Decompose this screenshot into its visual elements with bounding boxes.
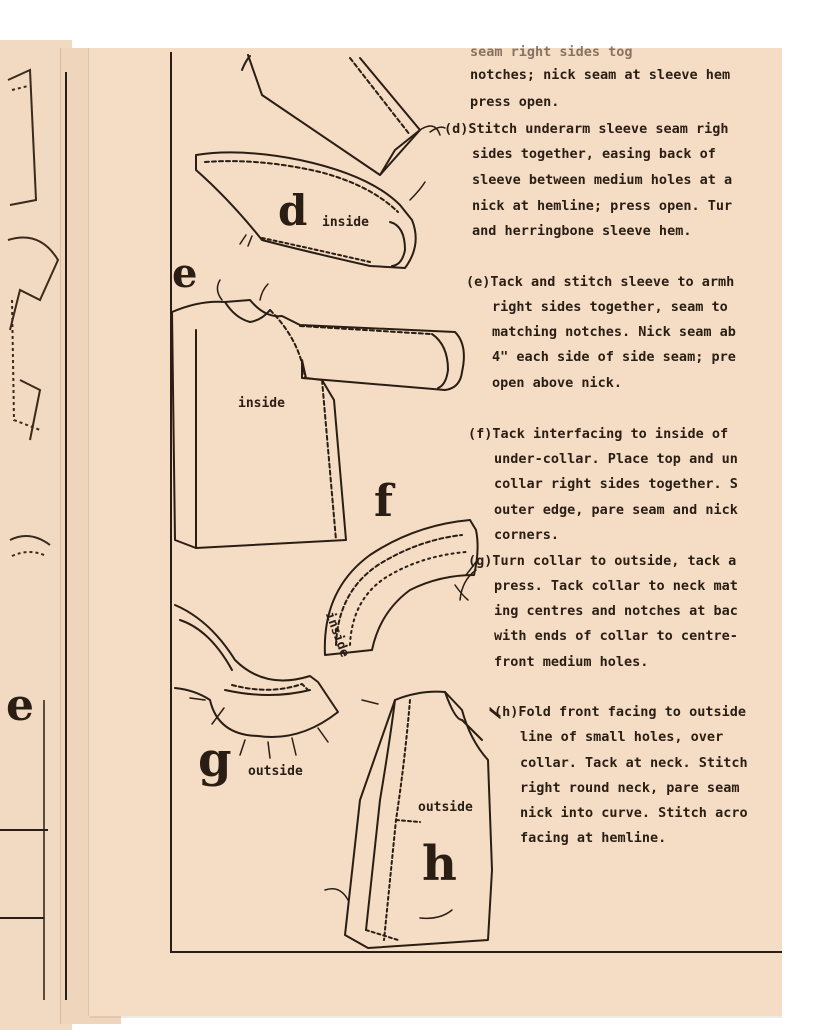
step-c-line-1: seam right sides tog <box>470 44 633 60</box>
figure-h-letter: h <box>422 836 457 892</box>
figure-h-label: outside <box>418 800 473 815</box>
step-f-line-1: (f)Tack interfacing to inside of <box>468 426 729 442</box>
sleeve-top-illustration <box>241 54 441 176</box>
bodice-e-illustration <box>171 279 465 549</box>
step-e-line-3: matching notches. Nick seam ab <box>492 324 736 340</box>
step-f-line-4: outer edge, pare seam and nick <box>494 502 738 518</box>
step-g-line-5: front medium holes. <box>494 654 649 670</box>
step-h-line-4: right round neck, pare seam <box>520 780 740 796</box>
step-h-line-6: facing at hemline. <box>520 830 667 846</box>
step-e-line-2: right sides together, seam to <box>492 299 728 315</box>
step-g-line-3: ing centres and notches at bac <box>494 603 738 619</box>
step-h-line-3: collar. Tack at neck. Stitch <box>520 755 748 771</box>
step-h-line-2: line of small holes, over <box>520 729 724 745</box>
frame-left-rule <box>170 52 172 952</box>
step-e-line-1: (e)Tack and stitch sleeve to armh <box>466 274 735 290</box>
collar-g-illustration <box>174 604 339 759</box>
figure-g-letter: g <box>198 732 232 788</box>
leader-d <box>429 126 446 133</box>
step-f-line-3: collar right sides together. S <box>494 476 738 492</box>
collar-f-illustration <box>323 519 479 656</box>
frame-bottom-rule <box>170 951 782 953</box>
step-c-line-2: notches; nick seam at sleeve hem <box>470 67 731 83</box>
step-f-line-5: corners. <box>494 527 560 543</box>
side-step-letter: e <box>6 680 34 731</box>
step-h-line-1: (h)Fold front facing to outside <box>494 704 746 720</box>
figure-g-label: outside <box>248 764 303 779</box>
instruction-sheet <box>88 48 783 1016</box>
right-edge-mask <box>782 0 816 1024</box>
step-g-line-1: (g)Turn collar to outside, tack a <box>468 553 737 569</box>
figure-d-letter: d <box>278 186 308 235</box>
step-g-line-4: with ends of collar to centre- <box>494 628 738 644</box>
step-d-line-2: sides together, easing back of <box>472 146 716 162</box>
step-e-line-4: 4" each side of side seam; pre <box>492 349 736 365</box>
step-d-line-3: sleeve between medium holes at a <box>472 172 733 188</box>
figure-f-letter: f <box>374 476 393 527</box>
step-h-line-5: nick into curve. Stitch acro <box>520 805 748 821</box>
figure-d-label: inside <box>322 215 369 230</box>
figure-e-label: inside <box>238 396 285 411</box>
step-c-line-3: press open. <box>470 94 560 110</box>
figure-e-letter: e <box>172 250 198 297</box>
sleeve-d-illustration <box>195 151 426 269</box>
step-d-line-5: and herringbone sleeve hem. <box>472 223 692 239</box>
step-f-line-2: under-collar. Place top and un <box>494 451 738 467</box>
step-d-line-1: (d)Stitch underarm sleeve seam righ <box>444 121 729 137</box>
step-g-line-2: press. Tack collar to neck mat <box>494 578 738 594</box>
step-d-line-4: nick at hemline; press open. Tur <box>472 198 733 214</box>
step-e-line-5: open above nick. <box>492 375 623 391</box>
facing-h-illustration <box>324 690 501 949</box>
